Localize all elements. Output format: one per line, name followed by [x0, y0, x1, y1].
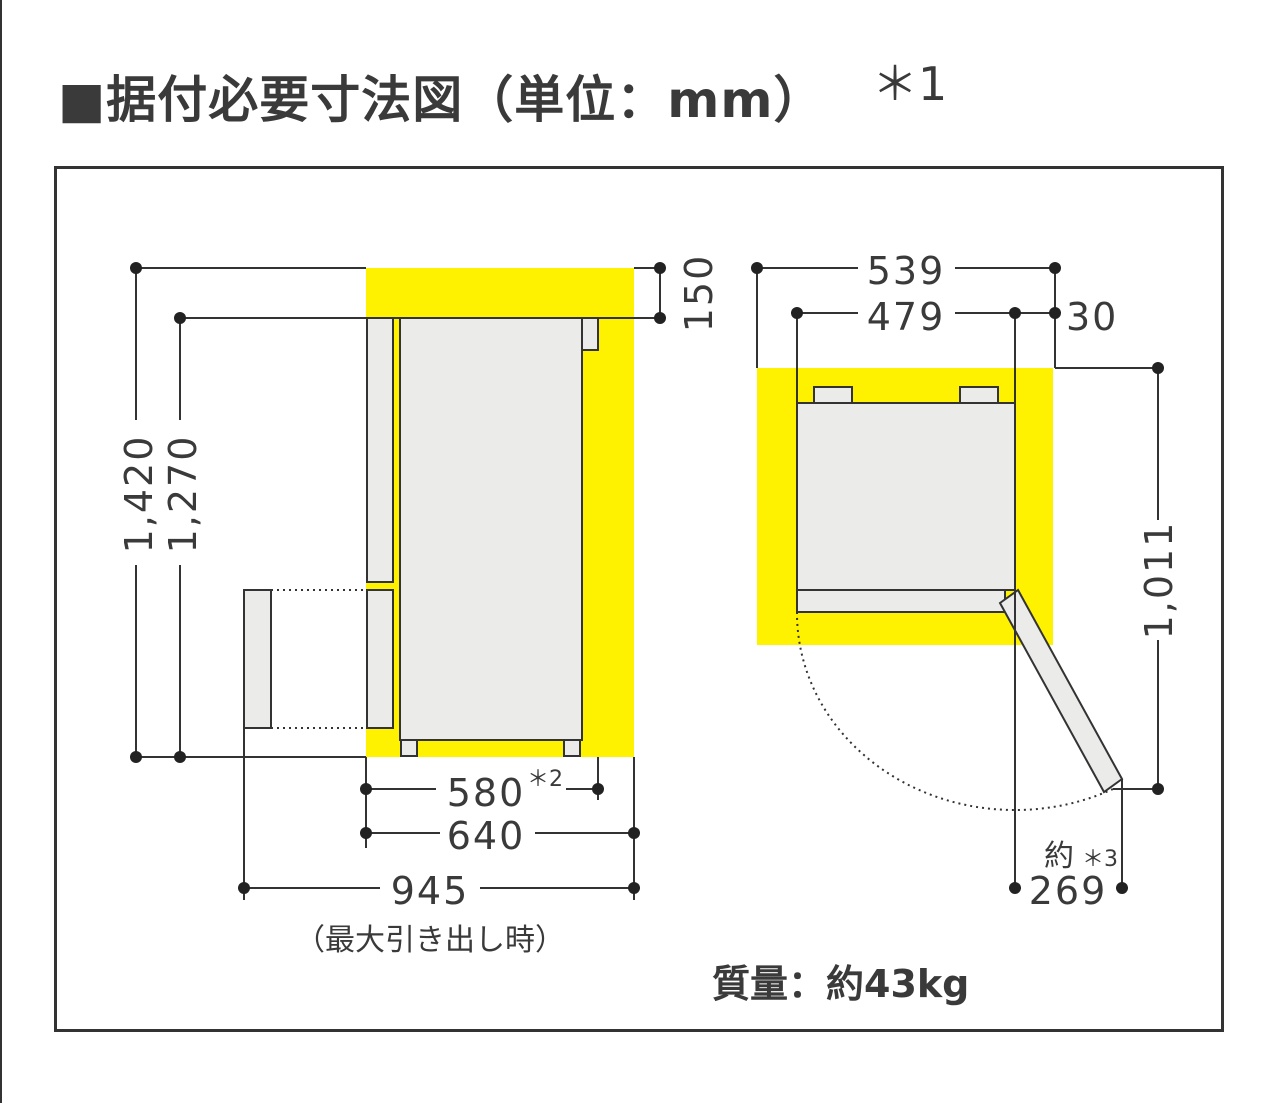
dim-door-swing-note: ＊3	[1082, 847, 1118, 872]
title-footnote-mark: ＊1	[872, 57, 948, 111]
dim-top-width-with-clearance: 539	[867, 249, 946, 293]
dim-door-swing-prefix: 約	[1044, 839, 1074, 874]
top-door-closed	[796, 589, 1006, 613]
dim-body-height: 1,270	[161, 435, 205, 554]
dim-side-clearance: 30	[1066, 295, 1118, 339]
dim-door-swing: 269	[1029, 869, 1108, 913]
side-view: 1,420 1,270 150 580 ＊2 640 945 （最大引き	[117, 254, 721, 958]
top-fridge-body	[796, 402, 1016, 591]
dim-depth-with-clearance: 640	[447, 814, 526, 858]
side-drawer-pulled-out	[243, 589, 272, 729]
side-upper-door	[366, 317, 394, 583]
side-fridge-body	[399, 317, 583, 741]
page-edge-line	[0, 0, 2, 1103]
top-door-open	[998, 588, 1124, 794]
top-rear-bumper-left	[813, 386, 853, 404]
dim-total-height: 1,420	[117, 435, 161, 554]
side-lower-drawer	[366, 589, 394, 729]
dim-top-width: 479	[867, 295, 946, 339]
side-front-foot	[400, 739, 418, 757]
dim-drawer-out-note: （最大引き出し時）	[295, 923, 565, 958]
dim-drawer-out: 945	[391, 869, 470, 913]
side-top-hinge	[581, 317, 599, 351]
side-rear-foot	[563, 739, 581, 757]
page-title: ■据付必要寸法図（単位：mm）	[58, 71, 825, 129]
top-view: 539 479 30 1,011 約 ＊3 269	[751, 249, 1181, 913]
top-rear-bumper-right	[959, 386, 999, 404]
dim-door-open-depth: 1,011	[1137, 521, 1181, 640]
door-swing-arc	[795, 611, 1114, 811]
diagram-frame	[54, 166, 1224, 1032]
mass-label: 質量：約43kg	[712, 962, 969, 1006]
dim-depth-note: ＊2	[527, 767, 563, 792]
dim-top-clearance: 150	[677, 254, 721, 333]
dim-depth: 580	[447, 771, 526, 815]
